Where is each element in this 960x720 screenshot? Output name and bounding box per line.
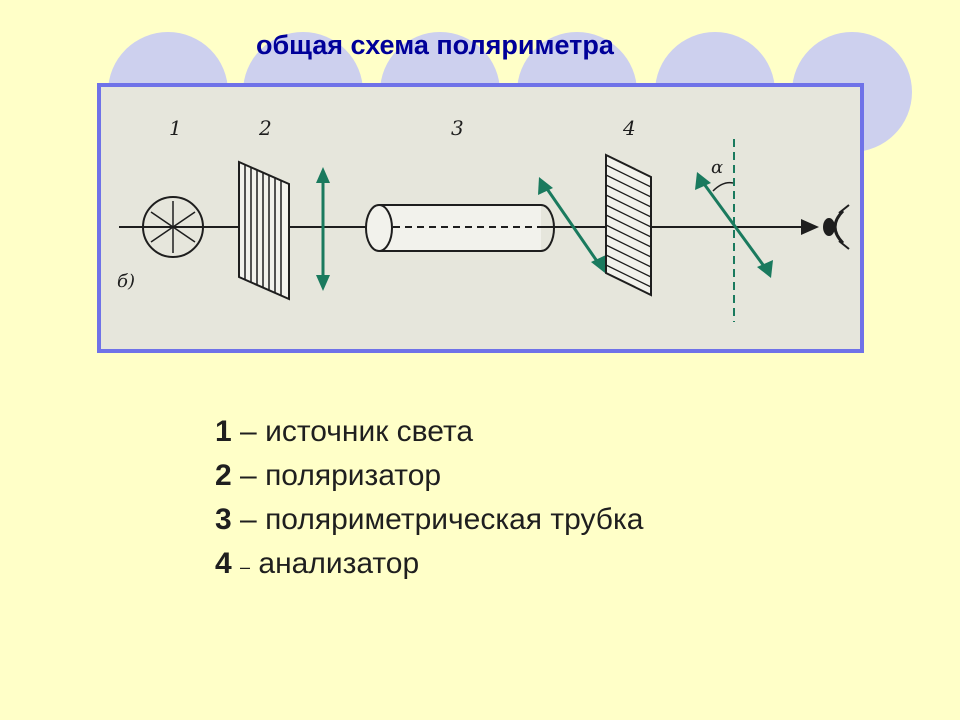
legend-number: 4 <box>215 547 232 580</box>
legend-number: 3 <box>215 503 232 536</box>
label-4: 4 <box>622 116 636 140</box>
slide-title: общая схема поляриметра <box>256 30 614 60</box>
legend-item: 3 – поляриметрическая трубка <box>215 498 643 542</box>
legend-number: 1 <box>215 415 232 448</box>
legend-text: поляризатор <box>265 459 442 492</box>
axis-arrowhead <box>801 219 819 235</box>
label-3: 3 <box>451 116 464 140</box>
legend-item: 1 – источник света <box>215 410 643 454</box>
legend-separator: – <box>240 459 257 492</box>
legend: 1 – источник света 2 – поляризатор 3 – п… <box>215 410 643 589</box>
polarimeter-diagram: 1 б) 2 3 <box>97 83 864 353</box>
legend-number: 2 <box>215 459 232 492</box>
legend-item: 2 – поляризатор <box>215 454 643 498</box>
polarization-arrow-vertical <box>316 167 330 291</box>
light-source <box>142 196 204 258</box>
legend-separator: – <box>240 503 257 536</box>
figure-letter: б) <box>117 271 135 292</box>
analyzer <box>605 153 652 297</box>
legend-text: анализатор <box>258 547 420 580</box>
label-2: 2 <box>258 116 272 140</box>
label-1: 1 <box>169 116 182 140</box>
polarimeter-tube <box>365 204 555 252</box>
legend-item: 4 – анализатор <box>215 542 643 589</box>
legend-text: поляриметрическая трубка <box>265 503 644 536</box>
polarization-arrow-rotated <box>538 177 606 273</box>
rotation-angle-marker <box>695 139 773 322</box>
polarizer <box>238 160 290 301</box>
legend-separator: – <box>240 557 251 577</box>
legend-text: источник света <box>265 415 474 448</box>
polarimeter-scheme-svg: 1 б) 2 3 <box>117 116 850 322</box>
eye-icon <box>823 204 850 250</box>
alpha-label: α <box>711 157 723 178</box>
legend-separator: – <box>240 415 257 448</box>
